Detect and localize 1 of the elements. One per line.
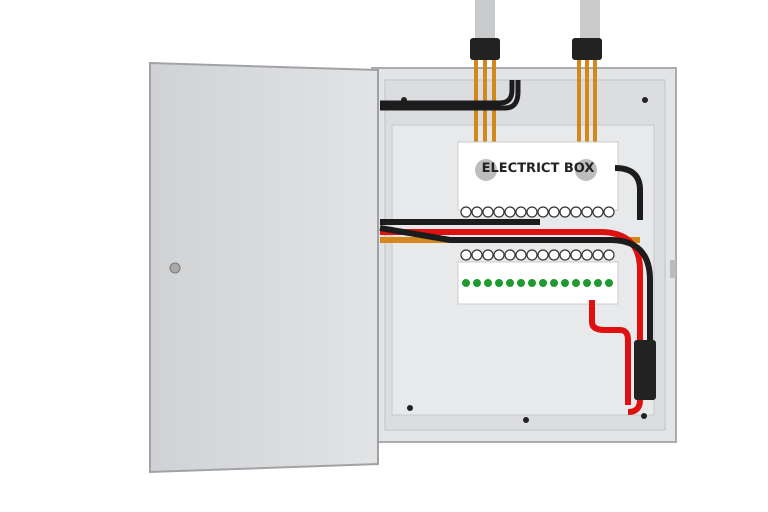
box-label: ELECTRICT BOX [480, 162, 596, 176]
